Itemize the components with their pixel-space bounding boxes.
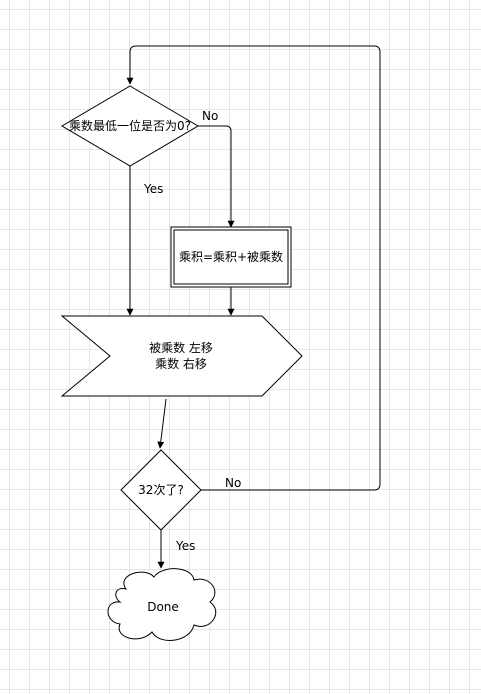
edge-label-lsb-no: No — [202, 109, 218, 123]
shift-node[interactable]: 被乘数 左移 乘数 右移 — [60, 315, 303, 397]
edge-shift-to-check — [157, 398, 167, 449]
edge-loop-back — [126, 45, 381, 491]
decision-lsb-label: 乘数最低一位是否为0? — [69, 118, 191, 133]
process-add-label: 乘积=乘积+被乘数 — [179, 249, 283, 264]
edge-label-loop-yes: Yes — [175, 539, 195, 553]
done-cloud-node[interactable]: Done — [107, 568, 217, 641]
decision-lsb-node[interactable]: 乘数最低一位是否为0? — [61, 85, 199, 167]
decision-32-node[interactable]: 32次了? — [120, 449, 202, 531]
edge-lsb-no — [198, 125, 235, 228]
process-add-node[interactable]: 乘积=乘积+被乘数 — [170, 226, 292, 288]
edge-label-loop-no: No — [225, 476, 241, 490]
edge-label-lsb-yes: Yes — [143, 182, 163, 196]
shift-label-line1: 被乘数 左移 — [149, 340, 213, 355]
done-label: Done — [147, 600, 179, 614]
shift-label-line2: 乘数 右移 — [155, 356, 207, 371]
decision-32-label: 32次了? — [138, 483, 184, 497]
